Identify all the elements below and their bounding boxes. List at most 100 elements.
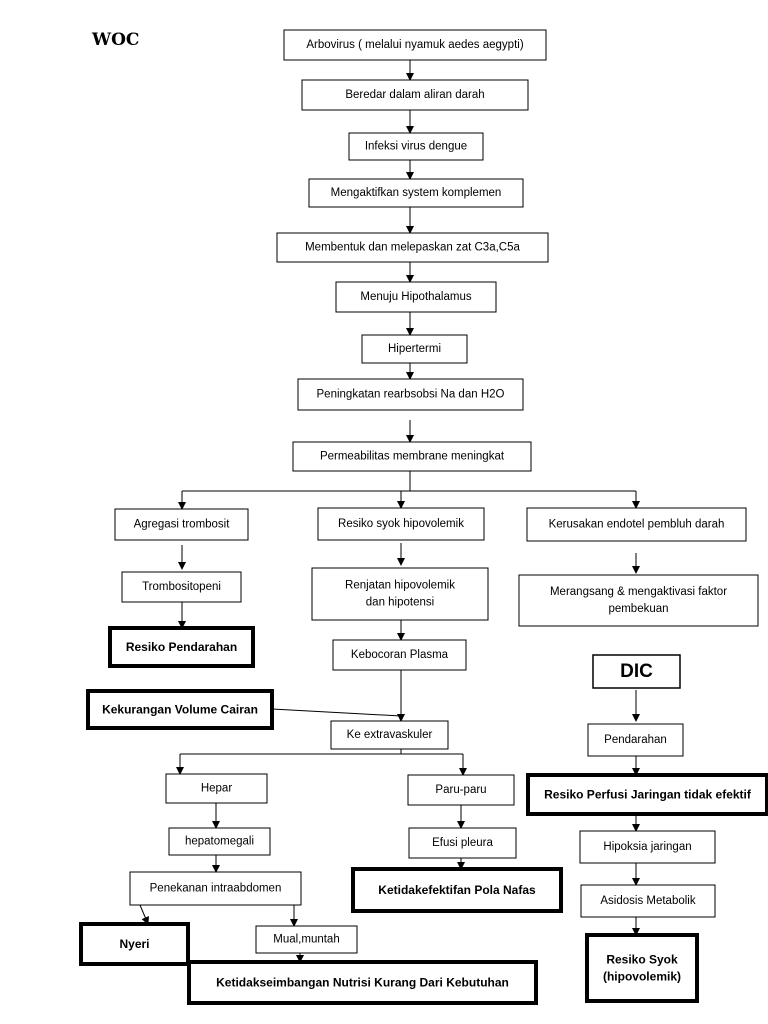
connector-arrow [271,708,402,717]
node-box [301,79,529,111]
node-box [407,774,515,806]
node-box [330,720,449,750]
node-box [255,925,358,954]
node-peningkatan: Peningkatan rearbsobsi Na dan H2O [297,378,524,411]
node-box [292,441,532,472]
node-label: Arbovirus ( melalui nyamuk aedes aegypti… [306,39,523,51]
node-label: Agregasi trombosit [134,519,231,531]
node-label: hepatomegali [185,836,254,848]
node-merangsang: Merangsang & mengaktivasi faktor pembekua… [518,574,759,627]
node-box [348,132,484,161]
node-nutrisi: Ketidakseimbangan Nutrisi Kurang Dari Ke… [187,960,538,1005]
node-label: Resiko syok hipovolemik [338,518,464,530]
node-resiko-syok: Resiko Syok (hipovolemik) [585,933,699,1003]
node-box [311,567,489,621]
node-efusi: Efusi pleura [408,827,517,859]
node-label: Penekanan intraabdomen [150,883,282,895]
node-label: Resiko Syok [606,953,678,967]
node-label: (hipovolemik) [603,970,681,984]
node-extravaskuler: Ke extravaskuler [330,720,449,750]
node-label: Merangsang & mengaktivasi faktor [550,586,727,598]
node-box [518,574,759,627]
node-nyeri: Nyeri [79,922,190,966]
node-box [297,378,524,411]
node-permeabilitas: Permeabilitas membrane meningkat [292,441,532,472]
node-box [351,867,563,913]
node-box [129,871,302,906]
node-label: Mengaktifkan system komplemen [331,187,502,199]
node-label: Menuju Hipothalamus [360,291,471,303]
node-pendarahan: Pendarahan [587,723,684,757]
node-label: Resiko Perfusi Jaringan tidak efektif [544,788,752,802]
node-label: Ketidakefektifan Pola Nafas [378,883,536,897]
node-hepatomegali: hepatomegali [168,827,271,856]
node-trombositopeni: Trombositopeni [121,571,242,603]
node-box [308,178,524,208]
node-membentuk: Membentuk dan melepaskan zat C3a,C5a [276,232,549,263]
node-box [86,689,274,730]
node-box [408,827,517,859]
node-mual: Mual,muntah [255,925,358,954]
node-box [276,232,549,263]
node-box [79,922,190,966]
node-paru: Paru-paru [407,774,515,806]
node-agregasi: Agregasi trombosit [114,508,249,541]
node-menuju: Menuju Hipothalamus [335,281,497,313]
node-box [165,773,268,804]
node-label: Pendarahan [604,734,667,746]
node-label: Membentuk dan melepaskan zat C3a,C5a [305,242,520,254]
node-label: Renjatan hipovolemik [345,580,455,592]
node-label: Efusi pleura [432,837,493,849]
node-label: Hipertermi [388,343,441,355]
node-label: DIC [620,661,653,682]
node-kekurangan-volume: Kekurangan Volume Cairan [86,689,274,730]
node-box [526,507,747,542]
node-box [283,29,547,61]
node-box [526,773,768,816]
node-box [585,933,699,1003]
node-label: Paru-paru [435,784,486,796]
node-label: Permeabilitas membrane meningkat [320,451,505,463]
node-label: Peningkatan rearbsobsi Na dan H2O [317,389,505,401]
node-label: Hipoksia jaringan [603,841,691,853]
node-infeksi: Infeksi virus dengue [348,132,484,161]
node-label: Mual,muntah [273,934,339,946]
node-label: Kebocoran Plasma [351,649,449,661]
node-renjatan: Renjatan hipovolemik dan hipotensi [311,567,489,621]
node-arbovirus: Arbovirus ( melalui nyamuk aedes aegypti… [283,29,547,61]
node-pola-nafas: Ketidakefektifan Pola Nafas [351,867,563,913]
connector-arrow [139,904,149,925]
node-box [361,334,468,364]
node-label: Asidosis Metabolik [600,895,695,907]
node-label: Ketidakseimbangan Nutrisi Kurang Dari Ke… [216,976,509,990]
node-penekanan: Penekanan intraabdomen [129,871,302,906]
node-label: Infeksi virus dengue [365,141,467,153]
node-box [108,626,255,668]
node-kerusakan: Kerusakan endotel pembluh darah [526,507,747,542]
node-asidosis: Asidosis Metabolik [580,884,716,918]
node-label: Hepar [201,783,232,795]
node-label: dan hipotensi [366,597,434,609]
node-label: Ke extravaskuler [347,729,433,741]
node-box [580,884,716,918]
node-label: Kekurangan Volume Cairan [102,703,258,717]
node-hipertermi: Hipertermi [361,334,468,364]
node-resiko-syok-hipovolemik: Resiko syok hipovolemik [317,507,485,541]
node-box [317,507,485,541]
node-dic: DIC [592,654,681,689]
node-perfusi: Resiko Perfusi Jaringan tidak efektif [526,773,768,816]
page-title: WOC [92,30,140,50]
node-label: Resiko Pendarahan [126,640,237,654]
node-beredar: Beredar dalam aliran darah [301,79,529,111]
node-label: pembekuan [608,603,668,615]
node-hepar: Hepar [165,773,268,804]
node-box [587,723,684,757]
node-label: Beredar dalam aliran darah [345,89,484,101]
node-box [335,281,497,313]
node-hipoksia: Hipoksia jaringan [579,830,716,864]
node-label: Nyeri [119,937,149,951]
node-box [579,830,716,864]
node-box [121,571,242,603]
node-box [168,827,271,856]
